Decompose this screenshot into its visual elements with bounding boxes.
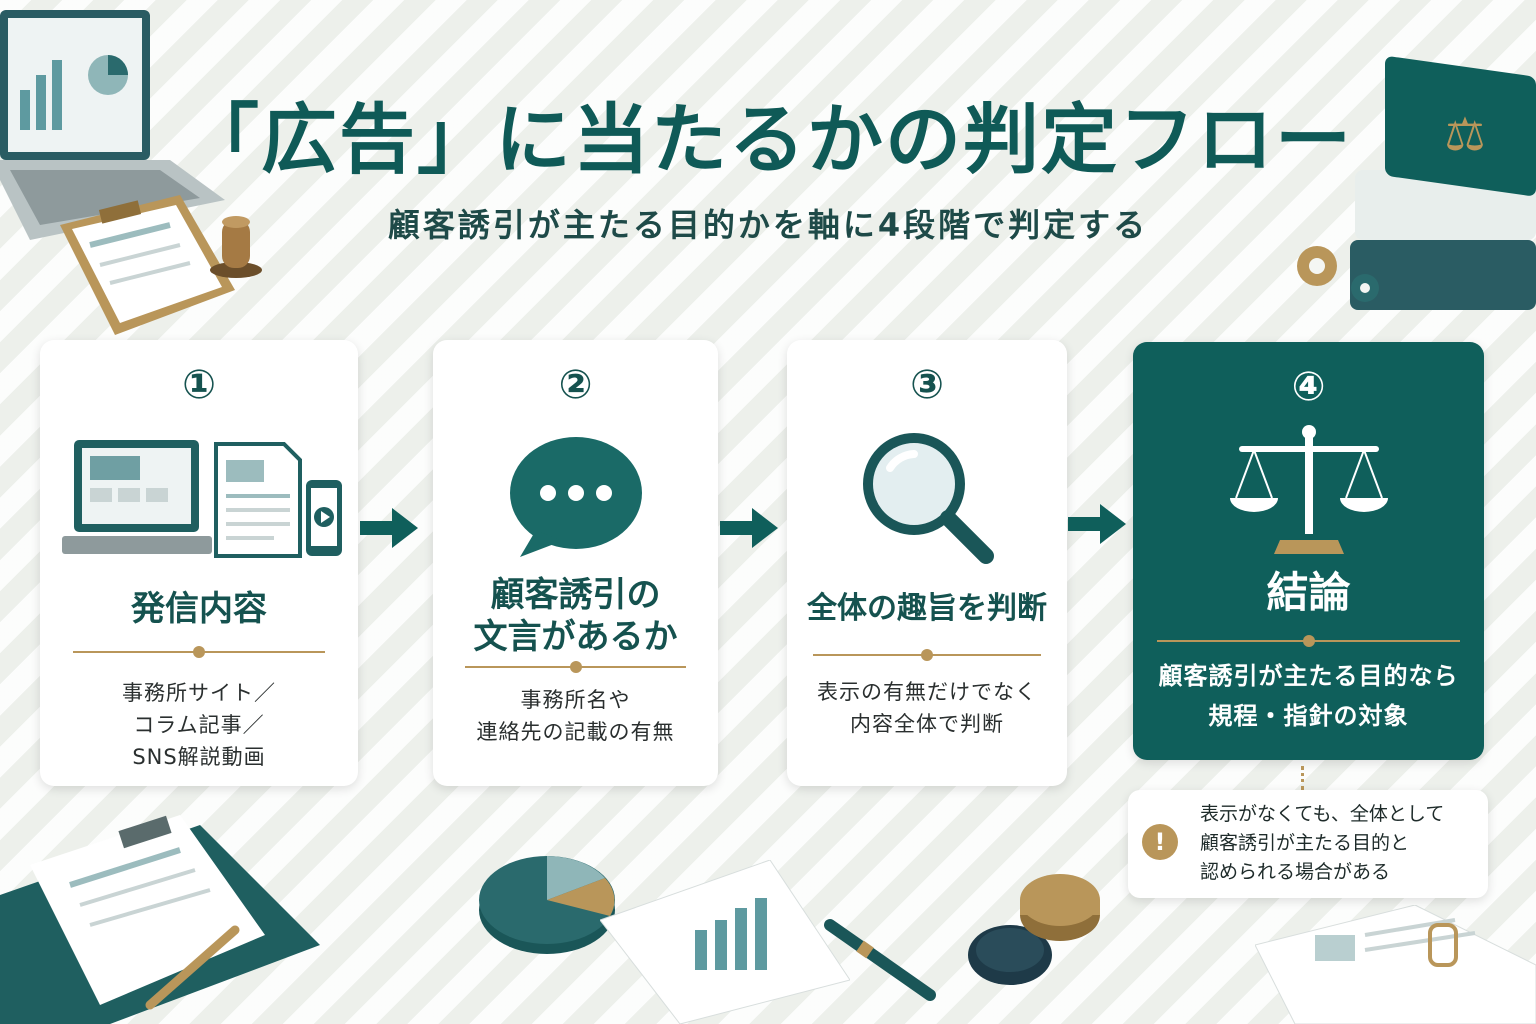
papers-illustration [1255, 905, 1536, 1024]
law-books-illustration: ⚖ [1350, 56, 1536, 310]
note-box: ! 表示がなくても、全体として 顧客誘引が主たる目的と 認められる場合がある [1128, 790, 1488, 898]
step-divider [1157, 635, 1460, 647]
arrow-right-icon [1068, 504, 1126, 544]
laptop-illustration [0, 10, 225, 240]
step-heading: 発信内容 [131, 589, 267, 629]
note-text: 表示がなくても、全体として 顧客誘引が主たる目的と 認められる場合がある [1200, 803, 1445, 883]
binder-illustration [0, 815, 320, 1024]
arrow-right-icon [720, 508, 778, 548]
step-card-1: ① 発信内容 事務所サイト／ コラム記事／ SNS解説動画 [40, 340, 358, 786]
note-connector [1301, 766, 1304, 790]
document-chart-illustration [600, 860, 850, 1024]
step-divider [813, 649, 1041, 661]
gear-icon [1297, 246, 1379, 302]
step-description: 事務所サイト／ コラム記事／ SNS解説動画 [122, 681, 276, 769]
pie-chart-illustration [479, 856, 615, 954]
step-heading: 顧客誘引の 文言があるか [473, 575, 678, 657]
magnifier-icon [787, 428, 1067, 568]
pen-illustration [824, 919, 936, 1001]
step-number: ③ [910, 362, 944, 408]
step-card-4: ④ 結論 顧客誘引が主たる目的なら 規程・指針の対象 [1133, 342, 1484, 760]
step-number: ① [182, 362, 216, 408]
step-heading: 結論 [1266, 568, 1351, 617]
scales-icon [1133, 420, 1484, 555]
step-card-3: ③ 全体の趣旨を判断 表示の有無だけでなく 内容全体で判断 [787, 340, 1067, 786]
step-number: ④ [1291, 364, 1326, 410]
svg-text:⚖: ⚖ [1444, 107, 1485, 161]
page-title: 「広告」に当たるかの判定フロー [183, 95, 1353, 184]
speech-bubble-icon [433, 435, 718, 565]
page-subtitle: 顧客誘引が主たる目的かを軸に4段階で判定する [387, 206, 1149, 244]
step-description: 事務所名や 連絡先の記載の有無 [476, 688, 675, 744]
step-description: 表示の有無だけでなく 内容全体で判断 [817, 680, 1037, 736]
arrow-right-icon [360, 508, 418, 548]
seal-stamp-illustration [968, 874, 1100, 985]
step-divider [73, 646, 325, 658]
step-description: 顧客誘引が主たる目的なら 規程・指針の対象 [1158, 662, 1459, 730]
exclamation-icon: ! [1142, 824, 1178, 860]
devices-icon [40, 440, 358, 565]
clipboard-illustration [60, 195, 235, 335]
step-heading: 全体の趣旨を判断 [807, 591, 1047, 626]
stamp-illustration [210, 216, 262, 278]
step-card-2: ② 顧客誘引の 文言があるか 事務所名や 連絡先の記載の有無 [433, 340, 718, 786]
step-divider [465, 661, 686, 673]
step-number: ② [558, 362, 593, 408]
